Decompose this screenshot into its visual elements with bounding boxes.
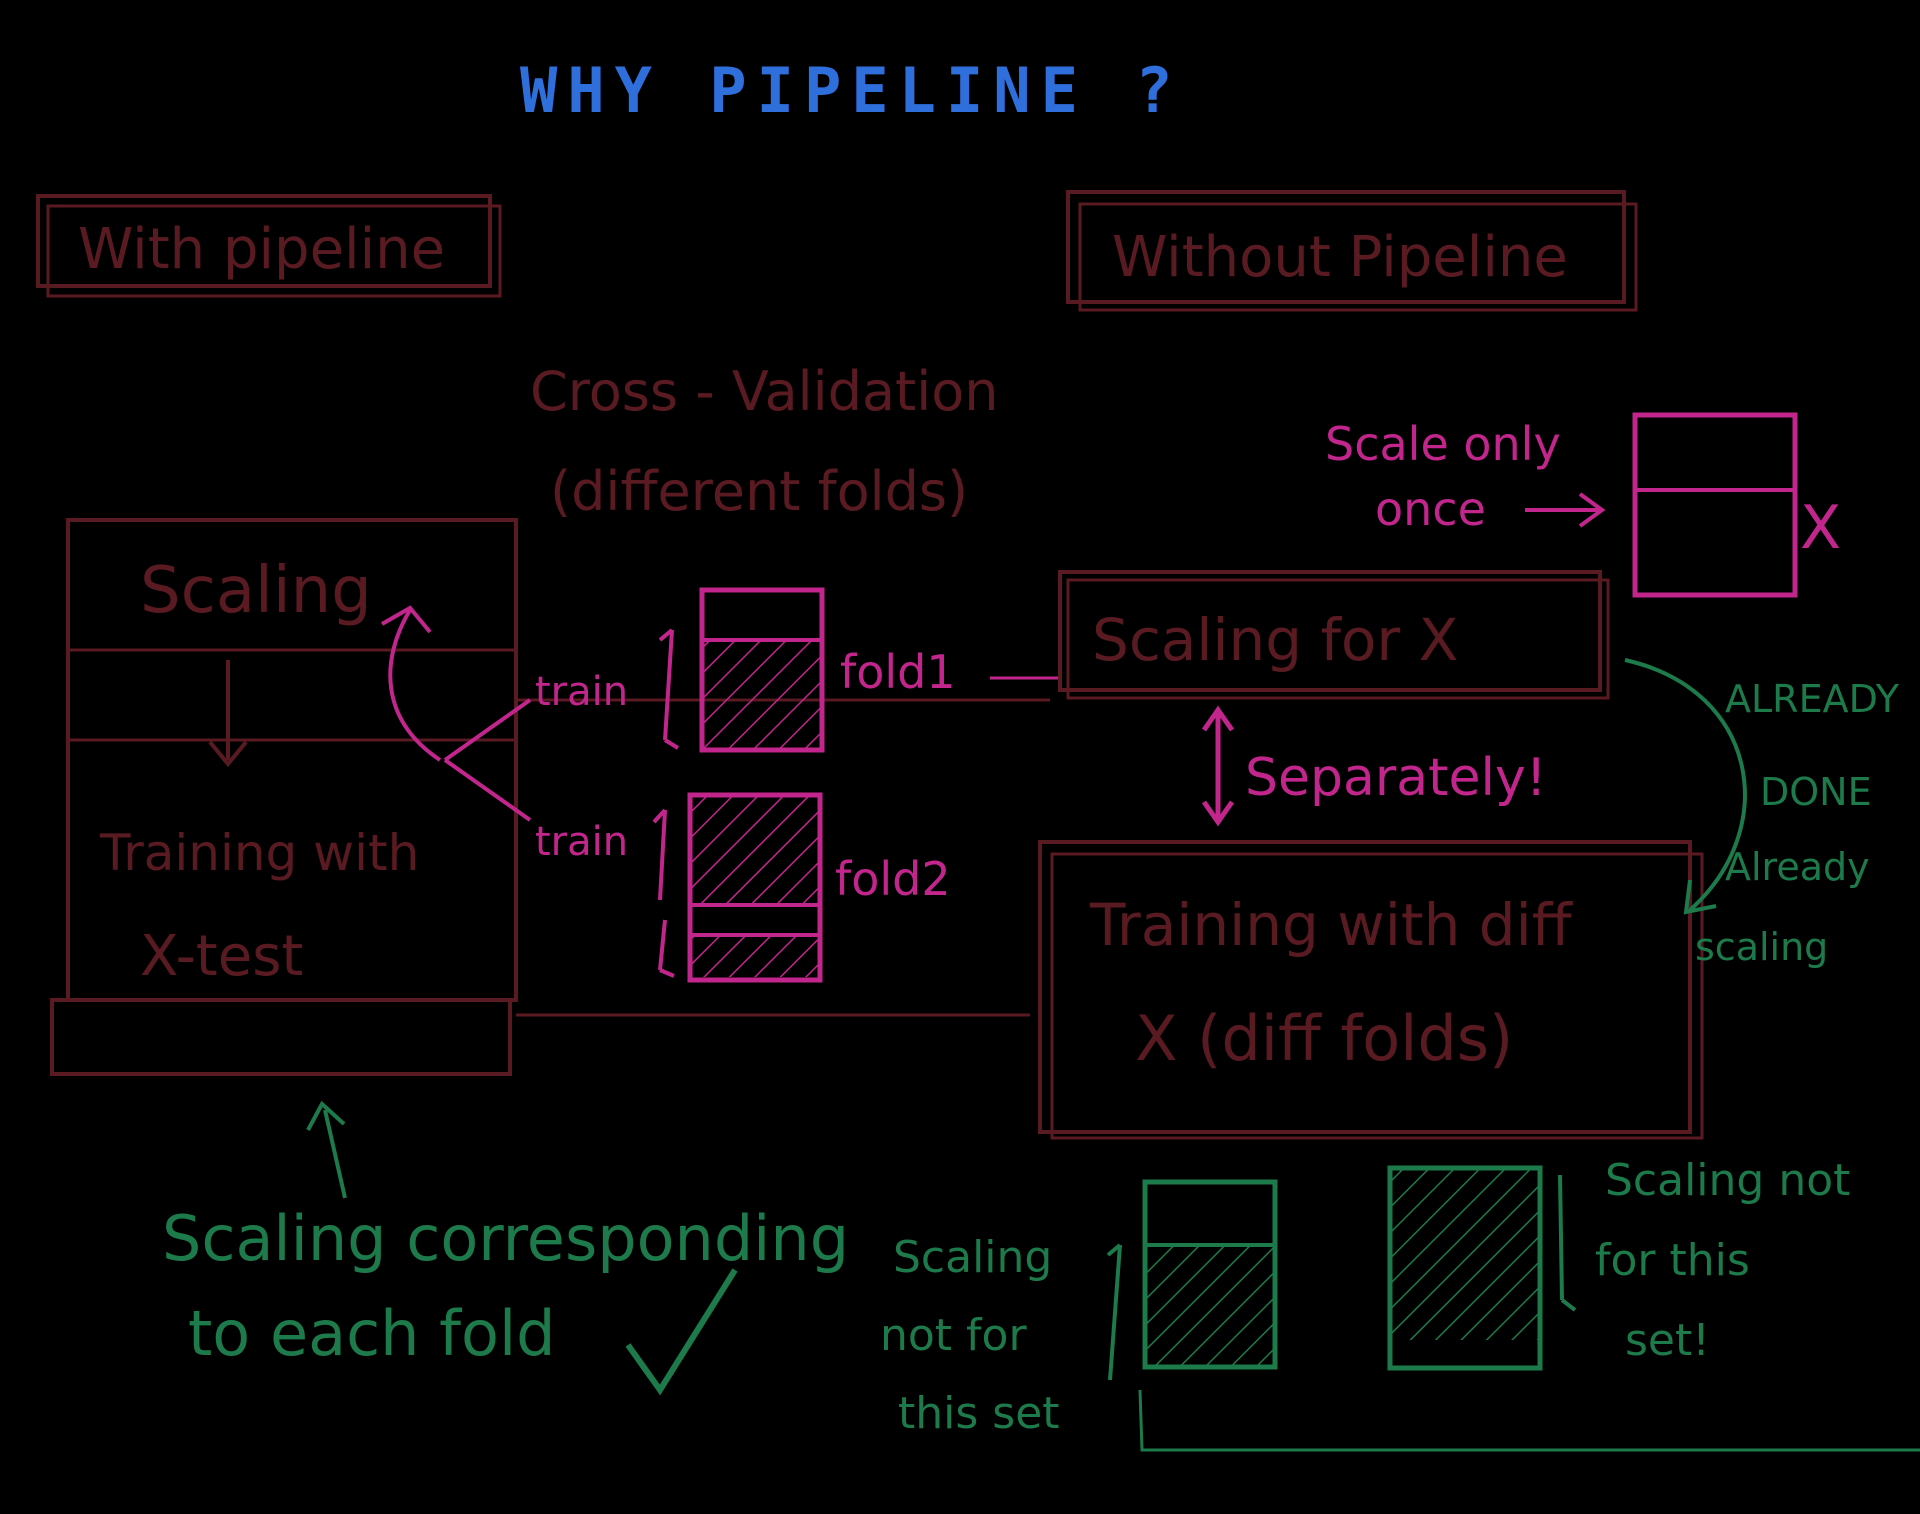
fold1-train-label: train <box>535 669 628 715</box>
once-label: once <box>1375 482 1486 536</box>
training-diff-box: Training with diff X (diff folds) <box>1038 840 1704 1140</box>
already-done-arrow <box>1624 658 1747 915</box>
checkmark-icon <box>625 1268 738 1396</box>
up-arrow-icon <box>306 1100 347 1199</box>
green-fold-right <box>1387 1165 1577 1371</box>
without-pipeline-header: Without Pipeline <box>1066 190 1638 312</box>
done-label: DONE <box>1760 770 1872 814</box>
with-pipeline-header: With pipeline <box>36 194 502 298</box>
training-diff-line1: Training with diff <box>1089 891 1574 959</box>
x-dataset-block <box>1632 412 1798 598</box>
set-label: set! <box>1625 1315 1710 1366</box>
scaling-corresponding-label: Scaling corresponding <box>162 1202 849 1275</box>
scaling-not-label: Scaling <box>893 1232 1052 1283</box>
this-set-label: this set <box>898 1388 1060 1439</box>
already-caps-label: ALREADY <box>1725 677 1900 721</box>
down-arrow-icon <box>208 660 248 768</box>
without-pipeline-title: Without Pipeline <box>1112 225 1568 290</box>
different-folds-label: (different folds) <box>550 460 968 523</box>
scaling-note-label: scaling <box>1695 925 1828 969</box>
double-arrow-icon <box>1201 705 1235 827</box>
page-title: WHY PIPELINE ? <box>520 54 1183 127</box>
with-pipeline-title: With pipeline <box>78 217 445 282</box>
cross-validation-label: Cross - Validation <box>530 360 999 423</box>
fold1-label: fold1 <box>840 645 956 699</box>
x-dataset-label: X <box>1800 493 1841 563</box>
training-diff-line2: X (diff folds) <box>1135 1002 1513 1075</box>
scaling-not-for-label: Scaling not <box>1605 1155 1850 1206</box>
already-label: Already <box>1725 845 1870 889</box>
pipeline-scaling-step: Scaling <box>140 554 372 628</box>
scaling-for-x-text: Scaling for X <box>1092 606 1458 674</box>
fold2-label: fold2 <box>835 852 951 906</box>
pipeline-box: Scaling Training with X-test <box>50 518 518 1076</box>
fold-arrows <box>381 605 532 822</box>
to-each-fold-label: to each fold <box>188 1297 556 1370</box>
scaling-for-x-box: Scaling for X <box>1058 570 1610 700</box>
right-arrow-icon <box>1525 492 1606 528</box>
green-fold-left <box>1106 1179 1920 1452</box>
scale-only-label: Scale only <box>1325 417 1561 471</box>
not-for-label: not for <box>880 1310 1027 1361</box>
fold1-block <box>658 587 825 753</box>
pipeline-training-step: Training with <box>99 824 419 882</box>
for-this-label: for this <box>1595 1235 1750 1286</box>
fold2-block <box>652 792 823 983</box>
fold2-train-label: train <box>535 819 628 865</box>
pipeline-xtest-step: X-test <box>140 924 303 989</box>
separately-label: Separately! <box>1245 748 1547 808</box>
